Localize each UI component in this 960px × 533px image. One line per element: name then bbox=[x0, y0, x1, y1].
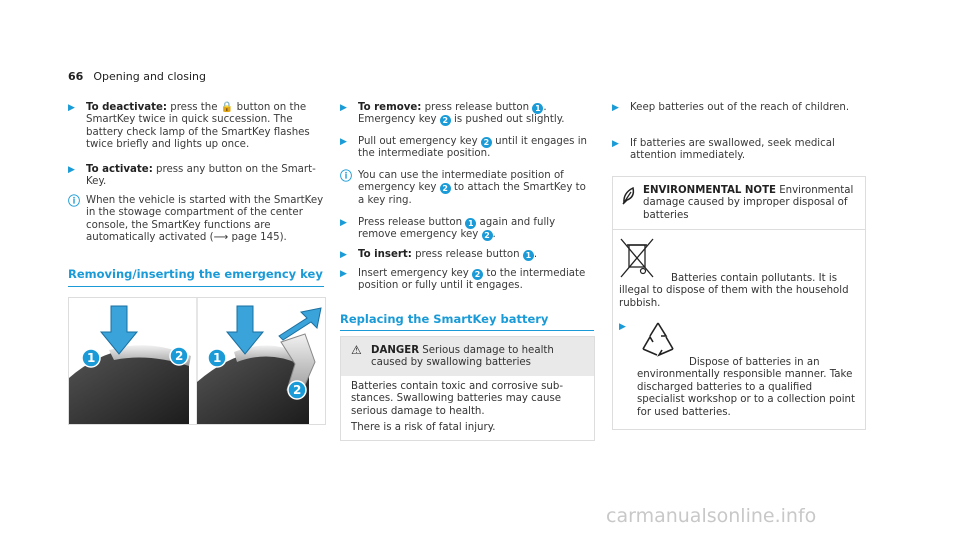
number-2-icon: 2 bbox=[472, 269, 484, 280]
environmental-note-header: Environmental damage caused by improper … bbox=[643, 185, 854, 221]
insert-emergency-key-step: ▶ Insert emergency key 2 to the intermed… bbox=[340, 268, 586, 292]
danger-header-text: Serious damage to health caused by swall… bbox=[371, 345, 554, 369]
page-reference-link[interactable]: page 145). bbox=[231, 232, 287, 244]
page-number: 66 bbox=[68, 70, 84, 83]
callout-1-right: 1 bbox=[207, 348, 227, 368]
number-1-icon: 1 bbox=[532, 103, 544, 114]
pull-out-step: ▶ Pull out emergency key 2 until it enga… bbox=[340, 136, 587, 160]
danger-risk-text: There is a risk of fatal injury. bbox=[351, 422, 496, 434]
arrow-bullet-icon: ▶ bbox=[612, 103, 619, 113]
arrow-bullet-icon: ▶ bbox=[340, 103, 347, 113]
info-icon: ⓘ bbox=[340, 169, 353, 183]
arrow-bullet-icon: ▶ bbox=[68, 165, 75, 175]
arrow-bullet-icon: ▶ bbox=[619, 322, 626, 332]
svg-text:1: 1 bbox=[87, 351, 95, 365]
smartkey-drawing: 1 2 1 2 bbox=[69, 298, 322, 424]
activate-label: To activate: bbox=[86, 164, 153, 175]
danger-label: DANGER bbox=[371, 345, 420, 356]
deactivate-text: press the 🔒 button on the SmartKey twice… bbox=[86, 102, 310, 151]
heading-rule bbox=[340, 330, 594, 331]
info-note: ⓘ When the vehicle is started with the S… bbox=[68, 195, 326, 245]
watermark: carmanualsonline.info bbox=[606, 505, 817, 527]
arrow-bullet-icon: ▶ bbox=[340, 250, 347, 260]
leaf-icon bbox=[619, 185, 641, 207]
crossed-bin-icon bbox=[619, 237, 655, 281]
deactivate-step: ▶ To deactivate: press the 🔒 button on t… bbox=[68, 102, 326, 152]
danger-body: Batteries contain toxic and corrosive su… bbox=[341, 376, 594, 441]
arrow-bullet-icon: ▶ bbox=[68, 103, 75, 113]
recycling-icon bbox=[637, 319, 679, 361]
warning-triangle-icon: ⚠ bbox=[351, 343, 362, 357]
remove-label: To remove: bbox=[358, 102, 422, 113]
svg-text:2: 2 bbox=[293, 383, 301, 397]
disposal-text: Dispose of batteries in an environmental… bbox=[637, 357, 855, 418]
info-text: When the vehicle is started with the Sma… bbox=[86, 195, 324, 244]
callout-2-right: 2 bbox=[287, 380, 307, 400]
number-2-icon: 2 bbox=[481, 230, 493, 242]
arrow-bullet-icon: ▶ bbox=[340, 137, 347, 147]
section-heading-battery: Replacing the SmartKey battery bbox=[340, 312, 549, 326]
number-2-icon: 2 bbox=[439, 183, 451, 195]
keep-away-from-children: ▶ Keep batteries out of the reach of chi… bbox=[612, 102, 850, 113]
deactivate-label: To deactivate: bbox=[86, 102, 167, 113]
page-header: 66 Opening and closing bbox=[68, 70, 206, 83]
arrow-bullet-icon: ▶ bbox=[340, 218, 347, 228]
pollutants-text: Batteries contain pollutants. It is ille… bbox=[619, 273, 849, 309]
divider bbox=[613, 229, 865, 230]
svg-text:2: 2 bbox=[175, 349, 183, 363]
danger-box: ⚠ DANGER Serious damage to health caused… bbox=[340, 336, 595, 442]
remove-step: ▶ To remove: press release button 1. Eme… bbox=[340, 102, 565, 127]
heading-rule bbox=[68, 286, 324, 287]
environmental-note-box: ENVIRONMENTAL NOTE Environmental damage … bbox=[612, 176, 866, 430]
swallowed-battery-advice: ▶ If batteries are swallowed, seek medic… bbox=[612, 138, 835, 162]
press-release-step: ▶ Press release button 1 again and fully… bbox=[340, 217, 556, 242]
number-2-icon: 2 bbox=[480, 137, 492, 148]
section-heading-emergency-key: Removing/inserting the emergency key bbox=[68, 267, 323, 281]
section-title: Opening and closing bbox=[93, 70, 206, 83]
insert-step: ▶ To insert: press release button 1. bbox=[340, 249, 538, 261]
callout-2-left: 2 bbox=[169, 346, 189, 366]
number-1-icon: 1 bbox=[465, 218, 477, 229]
insert-label: To insert: bbox=[358, 249, 412, 260]
info-icon: ⓘ bbox=[68, 194, 81, 208]
activate-text: press any button on the Smart­Key. bbox=[86, 164, 316, 188]
number-1-icon: 1 bbox=[522, 250, 534, 261]
page-reference-arrow-icon: ⟶ bbox=[213, 232, 229, 244]
danger-body-text: Batteries contain toxic and corrosive su… bbox=[351, 380, 564, 417]
activate-step: ▶ To activate: press any button on the S… bbox=[68, 164, 326, 189]
callout-1-left: 1 bbox=[81, 348, 101, 368]
danger-header: ⚠ DANGER Serious damage to health caused… bbox=[341, 337, 594, 376]
emergency-key-illustration: 1 2 1 2 bbox=[68, 297, 326, 425]
arrow-bullet-icon: ▶ bbox=[612, 139, 619, 149]
svg-text:1: 1 bbox=[213, 351, 221, 365]
environmental-note-label: ENVIRONMENTAL NOTE bbox=[643, 185, 776, 196]
arrow-bullet-icon: ▶ bbox=[340, 269, 347, 279]
number-2-icon: 2 bbox=[439, 115, 451, 127]
key-ring-info: ⓘ You can use the intermediate position … bbox=[340, 169, 586, 206]
